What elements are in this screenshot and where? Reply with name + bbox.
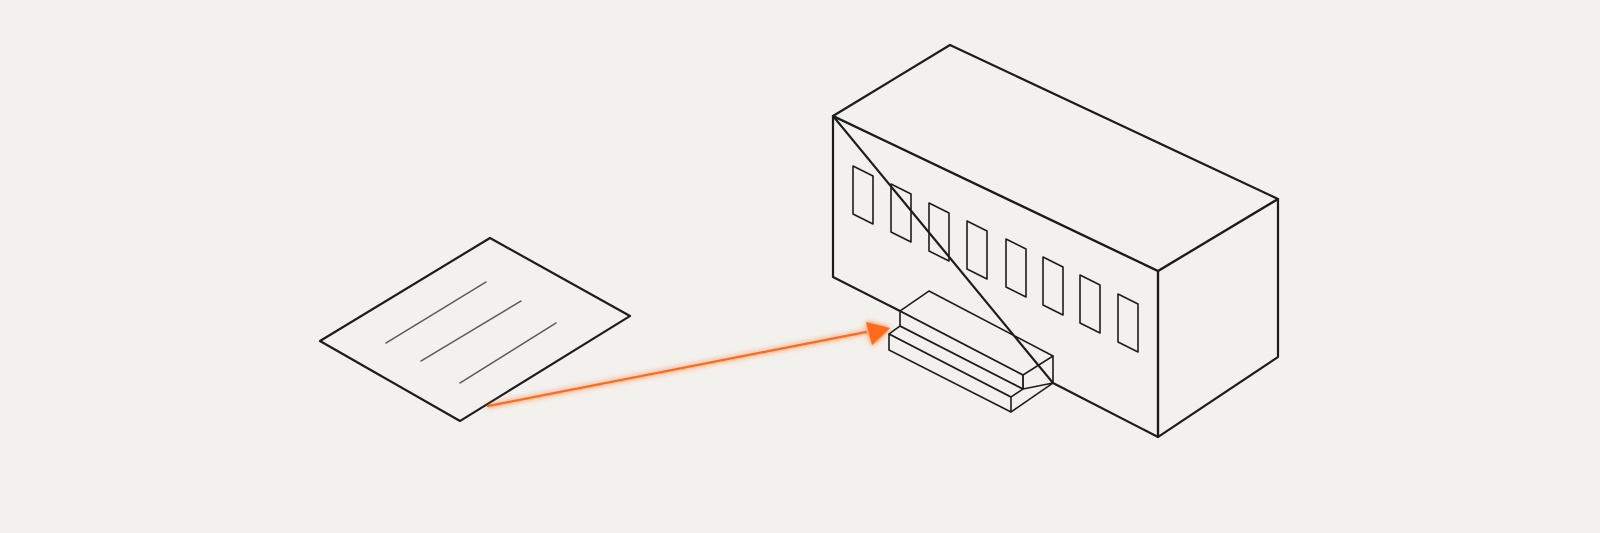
entrance-steps bbox=[888, 290, 1054, 413]
document-sheet bbox=[318, 236, 632, 423]
window bbox=[966, 220, 988, 280]
window bbox=[1042, 256, 1064, 316]
window bbox=[1005, 238, 1027, 298]
building-front-edge bbox=[831, 114, 902, 313]
window bbox=[928, 202, 950, 262]
arrow-shaft bbox=[486, 330, 868, 408]
document-text-line bbox=[385, 281, 487, 344]
document-text-line bbox=[420, 300, 522, 362]
document-icon bbox=[318, 236, 632, 423]
upper-step-side bbox=[1022, 355, 1054, 390]
lower-step-side bbox=[1010, 382, 1054, 413]
window bbox=[890, 183, 912, 243]
window bbox=[1079, 274, 1101, 334]
lower-step-top bbox=[888, 325, 1024, 398]
building-side-face bbox=[1156, 197, 1280, 439]
arrow-head bbox=[866, 322, 890, 345]
building-windows bbox=[852, 165, 1139, 353]
window bbox=[1117, 293, 1139, 353]
window bbox=[852, 165, 874, 225]
upper-step-top bbox=[899, 290, 1054, 376]
document-text-line bbox=[459, 322, 557, 384]
arrow bbox=[486, 322, 890, 408]
building bbox=[831, 43, 1280, 439]
